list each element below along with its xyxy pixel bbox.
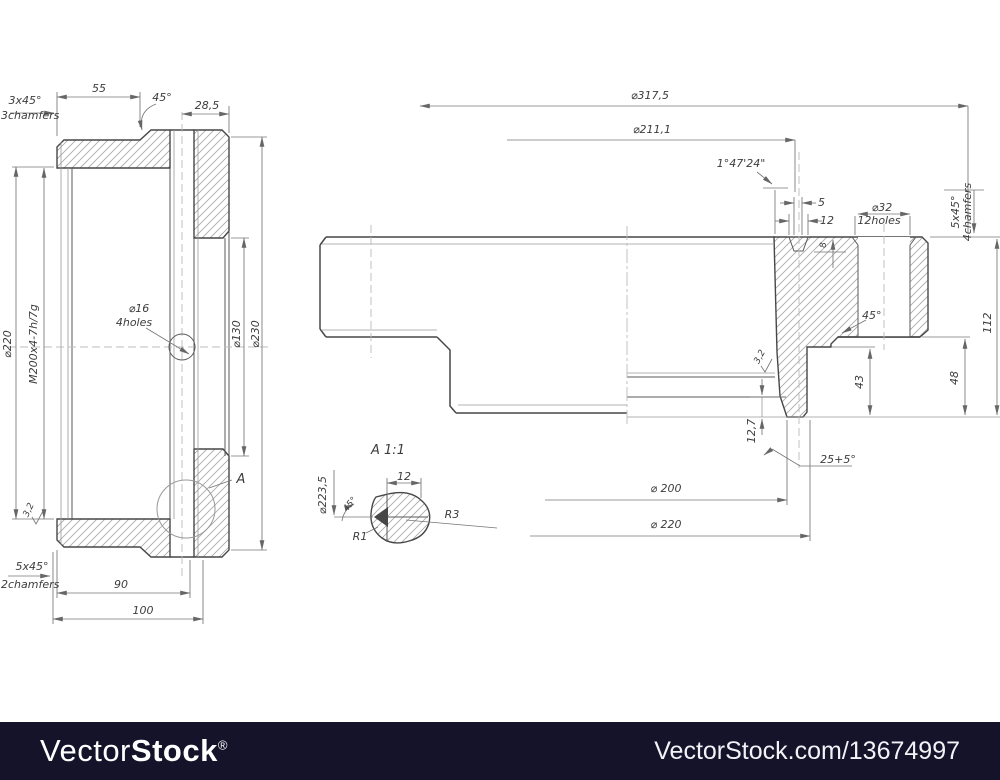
dim-45deg-detail: 45° (342, 495, 360, 514)
roughness-3-2-left: 3,2 (22, 501, 37, 518)
radius-r1: R1 (353, 530, 368, 543)
thread-spec: M200x4-7h/7g (27, 304, 40, 384)
roughness-symbol-right (760, 358, 773, 373)
left-flange-bottom-section (193, 448, 230, 558)
dim-d230: ⌀230 (249, 320, 262, 348)
dim-28-5: 28,5 (195, 99, 220, 112)
watermark-footer: VectorStock® VectorStock.com/13674997 (0, 722, 1000, 780)
hole-dia-16: ⌀16 (129, 302, 150, 315)
dim-12-7: 12,7 (745, 419, 758, 444)
bolt-hole-circle (168, 333, 196, 361)
dim-55: 55 (92, 82, 106, 95)
groove-profile-section (370, 491, 431, 544)
left-hub-top-section (56, 129, 171, 169)
note-5x45-right: 5x45° (949, 195, 962, 228)
taper-angle: 1°47'24" (717, 157, 766, 170)
roughness-3-2-right: 3,2 (752, 348, 768, 366)
left-view: 3x45° 3chamfers 55 45° 28,5 ⌀220 M200x4-… (1, 82, 270, 624)
dim-12-detail: 12 (397, 470, 411, 483)
note-5x45: 5x45° (15, 560, 48, 573)
dim-5: 5 (818, 196, 825, 209)
dim-d130: ⌀130 (230, 320, 243, 348)
note-2chamfers: 2chamfers (1, 578, 60, 591)
dim-48: 48 (948, 371, 961, 385)
hole-count-4: 4holes (116, 316, 153, 329)
hole-count-12: 12holes (857, 214, 901, 227)
left-hub-bottom-section (56, 518, 171, 558)
dim-12-right: 12 (820, 214, 834, 227)
note-3x45: 3x45° (8, 94, 41, 107)
dim-100: 100 (133, 604, 154, 617)
dim-d211-1: ⌀211,1 (633, 123, 671, 136)
dim-d200: ⌀ 200 (650, 482, 681, 495)
radius-r3: R3 (445, 508, 460, 521)
countersink-notch (788, 236, 809, 252)
hole-dia-32: ⌀32 (872, 201, 893, 214)
vectorstock-logo: VectorStock® (40, 733, 228, 769)
logo-text-bold: Stock (130, 733, 218, 768)
dim-43: 43 (853, 375, 866, 389)
registered-trademark-symbol: ® (217, 737, 228, 753)
image-credit-url: VectorStock.com/13674997 (654, 736, 960, 765)
dim-90: 90 (114, 578, 128, 591)
detail-a-marker: A (236, 472, 246, 487)
logo-text-regular: Vector (40, 733, 131, 768)
note-3chamfers: 3chamfers (1, 109, 60, 122)
dim-45deg-left: 45° (152, 91, 172, 104)
dim-d223-5: ⌀223,5 (316, 476, 329, 514)
detail-title: A 1:1 (370, 443, 405, 458)
right-view: ⌀317,5 ⌀211,1 1°47'24" 5 12 ⌀32 12holes … (319, 89, 1000, 541)
dim-45deg-right: 45° (862, 309, 882, 322)
groove-arrow-notch (374, 507, 388, 527)
roughness-symbol-left (31, 510, 44, 525)
left-flange-top-section (193, 129, 230, 239)
note-4chamfers: 4chamfers (961, 183, 974, 242)
dim-d317-5: ⌀317,5 (631, 89, 669, 102)
detail-view-a: A 1:1 ⌀223,5 45° 12 R1 R3 (316, 443, 498, 544)
note-25-5: 25+5° (820, 453, 856, 466)
engineering-drawing-canvas: 3x45° 3chamfers 55 45° 28,5 ⌀220 M200x4-… (1, 82, 1000, 624)
dim-8: 8 (819, 242, 829, 248)
detail-a-indicator-circle (156, 479, 216, 539)
dim-d220-right: ⌀ 220 (650, 518, 681, 531)
dim-112: 112 (981, 313, 994, 334)
dim-d220-left: ⌀220 (1, 330, 14, 358)
